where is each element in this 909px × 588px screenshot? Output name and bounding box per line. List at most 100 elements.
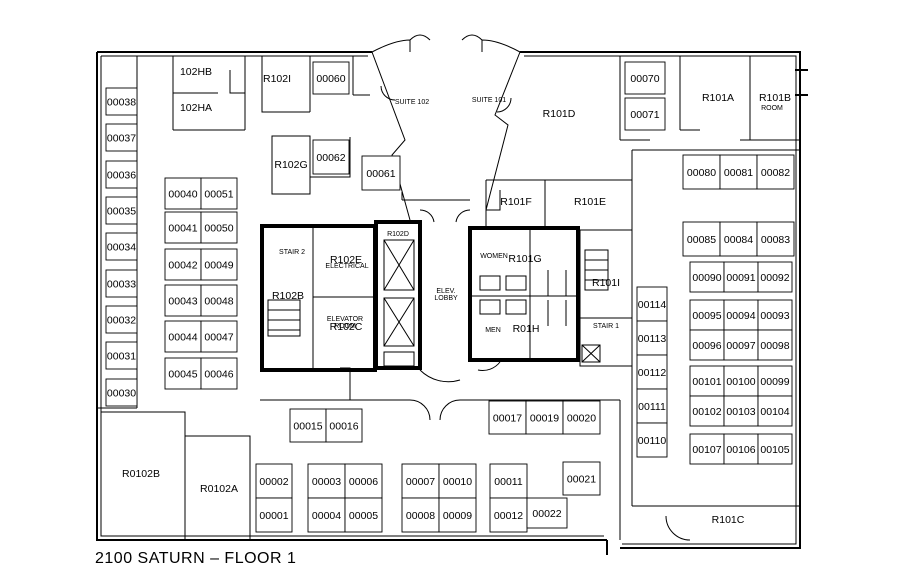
workstation-label: 00091: [726, 272, 755, 284]
workstation-outline: [361, 155, 401, 191]
workstation-label: 00095: [692, 310, 721, 322]
workstation-label: 00113: [638, 333, 667, 345]
workstation-00099: 00099: [757, 365, 793, 397]
workstation-00082: 00082: [756, 154, 795, 190]
workstation-00112: 00112: [636, 354, 668, 390]
workstation-outline: [682, 221, 721, 257]
workstation-label: 00104: [760, 406, 789, 418]
workstation-00020: 00020: [562, 400, 601, 435]
workstation-00104: 00104: [757, 395, 793, 427]
workstation-label: 00080: [687, 167, 716, 179]
workstation-00084: 00084: [719, 221, 758, 257]
workstation-label: 00030: [107, 388, 136, 400]
workstation-00071: 00071: [624, 97, 666, 131]
workstation-label: 00038: [107, 97, 136, 109]
workstation-00022: 00022: [526, 497, 568, 529]
workstation-label: 00031: [107, 351, 136, 363]
workstation-00015: 00015: [289, 408, 327, 443]
workstation-label: 00048: [204, 296, 233, 308]
workstation-label: 00102: [692, 406, 721, 418]
workstation-label: 00016: [329, 421, 358, 433]
workstation-label: 00101: [692, 376, 721, 388]
workstation-label: 00061: [366, 168, 395, 180]
workstation-00044: 00044: [164, 320, 202, 353]
workstation-label: 00046: [204, 369, 233, 381]
workstation-label: 00020: [567, 413, 596, 425]
workstation-00042: 00042: [164, 248, 202, 281]
workstation-00050: 00050: [200, 211, 238, 244]
plan-title: 2100 SATURN – FLOOR 1: [95, 550, 297, 567]
workstation-label: 00084: [724, 234, 753, 246]
workstation-outline: [636, 422, 668, 458]
workstation-label: 00060: [316, 73, 345, 85]
room-label-r101i: R101I: [592, 277, 620, 289]
room-label-r101b: R101B: [759, 92, 791, 104]
workstation-label: 00042: [168, 260, 197, 272]
workstation-00049: 00049: [200, 248, 238, 281]
workstation-label: 00110: [638, 435, 667, 447]
workstation-00091: 00091: [723, 261, 759, 293]
workstation-00009: 00009: [438, 497, 477, 533]
workstation-label: 00085: [687, 234, 716, 246]
workstation-outline: [757, 433, 793, 465]
workstation-outline: [105, 269, 138, 298]
workstation-00040: 00040: [164, 177, 202, 210]
workstation-00038: 00038: [105, 87, 138, 116]
workstation-outline: [105, 341, 138, 370]
workstation-outline: [325, 408, 363, 443]
workstation-outline: [105, 196, 138, 225]
workstation-outline: [105, 305, 138, 334]
workstation-outline: [756, 221, 795, 257]
room-label-stair1: STAIR 1: [593, 323, 619, 330]
workstation-outline: [401, 497, 440, 533]
workstation-label: 00094: [726, 310, 755, 322]
workstation-outline: [255, 497, 293, 533]
workstation-outline: [200, 320, 238, 353]
room-label-men: MEN: [485, 327, 501, 334]
room-label-r0102b: R0102B: [122, 468, 160, 480]
workstation-outline: [624, 61, 666, 95]
workstation-outline: [105, 160, 138, 189]
workstation-outline: [105, 87, 138, 116]
workstation-outline: [200, 211, 238, 244]
workstation-outline: [164, 320, 202, 353]
workstation-outline: [307, 497, 346, 533]
room-label-stair2: STAIR 2: [279, 249, 305, 256]
workstation-00008: 00008: [401, 497, 440, 533]
workstation-outline: [624, 97, 666, 131]
workstation-label: 00081: [724, 167, 753, 179]
workstation-outline: [689, 365, 725, 397]
workstation-00041: 00041: [164, 211, 202, 244]
workstation-00033: 00033: [105, 269, 138, 298]
workstation-label: 00106: [726, 444, 755, 456]
workstation-00016: 00016: [325, 408, 363, 443]
workstation-00007: 00007: [401, 463, 440, 499]
workstation-label: 00006: [349, 476, 378, 488]
workstation-label: 00103: [726, 406, 755, 418]
workstation-layer: 0003800037000360003500034000330003200031…: [105, 61, 795, 533]
workstation-label: 00004: [312, 510, 341, 522]
room-label-room2: ROOM: [334, 323, 356, 330]
workstation-00081: 00081: [719, 154, 758, 190]
workstation-00085: 00085: [682, 221, 721, 257]
workstation-label: 00070: [630, 73, 659, 85]
workstation-00061: 00061: [361, 155, 401, 191]
room-label-r01h: R01H: [513, 323, 540, 335]
workstation-outline: [105, 123, 138, 152]
workstation-00048: 00048: [200, 284, 238, 317]
workstation-outline: [757, 365, 793, 397]
room-label-r102i: R102I: [263, 73, 291, 85]
workstation-outline: [689, 395, 725, 427]
room-label-r101a: R101A: [702, 92, 734, 104]
workstation-00002: 00002: [255, 463, 293, 499]
workstation-outline: [164, 284, 202, 317]
room-label-r101g: R101G: [508, 253, 541, 265]
workstation-label: 00114: [638, 299, 667, 311]
workstation-00105: 00105: [757, 433, 793, 465]
room-label-elevlobby2: LOBBY: [434, 295, 458, 302]
workstation-00046: 00046: [200, 357, 238, 390]
workstation-outline: [164, 211, 202, 244]
workstation-00031: 00031: [105, 341, 138, 370]
exterior-walls: [96, 51, 808, 555]
workstation-outline: [636, 388, 668, 424]
